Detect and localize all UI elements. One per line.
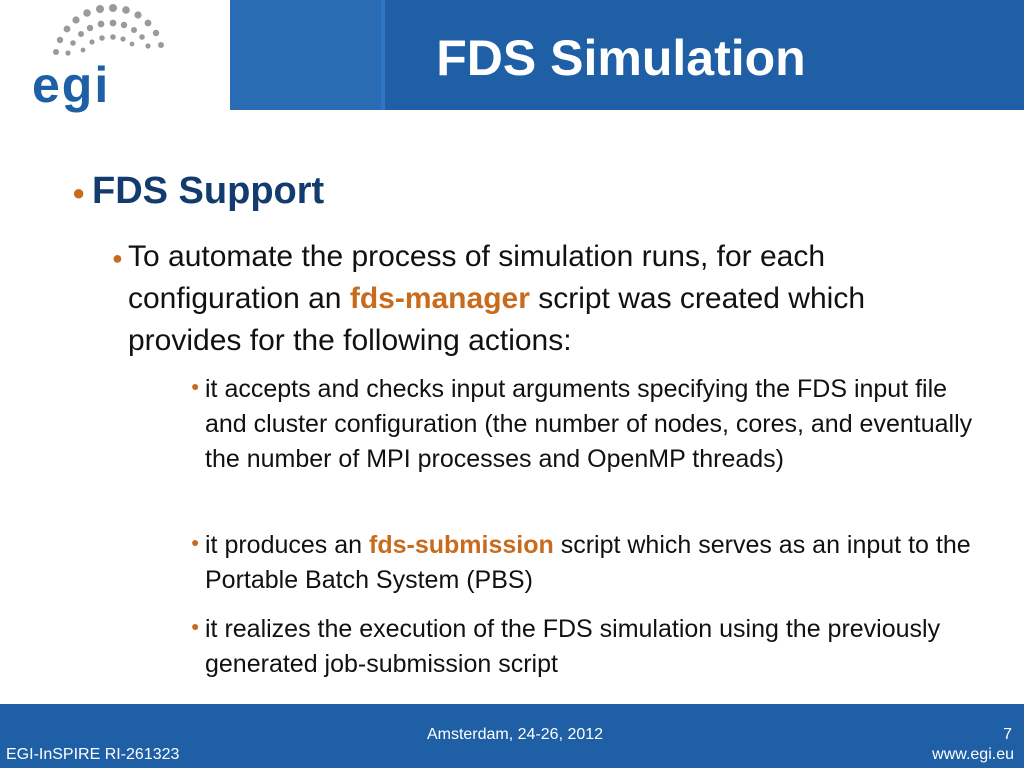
keyword-fds-submission: fds-submission: [369, 531, 554, 559]
footer-website: www.egi.eu: [932, 746, 1014, 763]
egi-logo-icon: [53, 4, 164, 56]
slide-footer: Amsterdam, 24-26, 2012 7 EGI-InSPIRE RI-…: [0, 704, 1024, 768]
bullet-level2-text: To automate the process of simulation ru…: [128, 236, 958, 362]
text-segment: To automate the process of simulation ru…: [128, 240, 826, 315]
bullet-icon: ●: [191, 534, 200, 550]
bullet-level3-text: it realizes the execution of the FDS sim…: [205, 615, 941, 678]
title-band-divider: [381, 0, 385, 110]
bullet-icon: ●: [191, 378, 200, 394]
title-band-inner: [230, 0, 385, 110]
bullet-icon: ●: [72, 180, 86, 205]
bullet-level3-text: it produces an fds-submission script whi…: [205, 528, 975, 598]
slide-title: FDS Simulation: [436, 30, 806, 86]
footer-date: Amsterdam, 24-26, 2012: [426, 726, 604, 743]
bullet-icon: ●: [191, 618, 200, 634]
bullet-level1-text: FDS Support: [92, 170, 325, 212]
title-band: [230, 0, 1024, 110]
bullet-level3: ● it produces an fds-submission script w…: [191, 528, 975, 598]
slide-header: egi FDS Simulation: [0, 0, 1024, 110]
text-segment: it produces an: [205, 531, 369, 559]
bullet-level3: ● it realizes the execution of the FDS s…: [191, 612, 975, 682]
bullet-icon: ●: [112, 248, 123, 268]
bullet-level3: ● it accepts and checks input arguments …: [191, 372, 975, 477]
text-segment: script which serves as an input to the P…: [205, 531, 971, 594]
page-number: 7: [1003, 726, 1012, 743]
bullet-level2: ● To automate the process of simulation …: [112, 236, 958, 362]
slide-content: ● FDS Support ● To automate the process …: [0, 110, 1024, 704]
footer-project-id: EGI-InSPIRE RI-261323: [6, 746, 180, 763]
bullet-level3-text: it accepts and checks input arguments sp…: [205, 375, 973, 473]
bullet-level1: ● FDS Support: [72, 170, 972, 212]
logo-panel: egi: [0, 0, 230, 110]
text-segment: script was created which provides for th…: [128, 282, 866, 357]
logo-wordmark: egi: [32, 57, 111, 113]
keyword-fds-manager: fds-manager: [349, 282, 530, 315]
